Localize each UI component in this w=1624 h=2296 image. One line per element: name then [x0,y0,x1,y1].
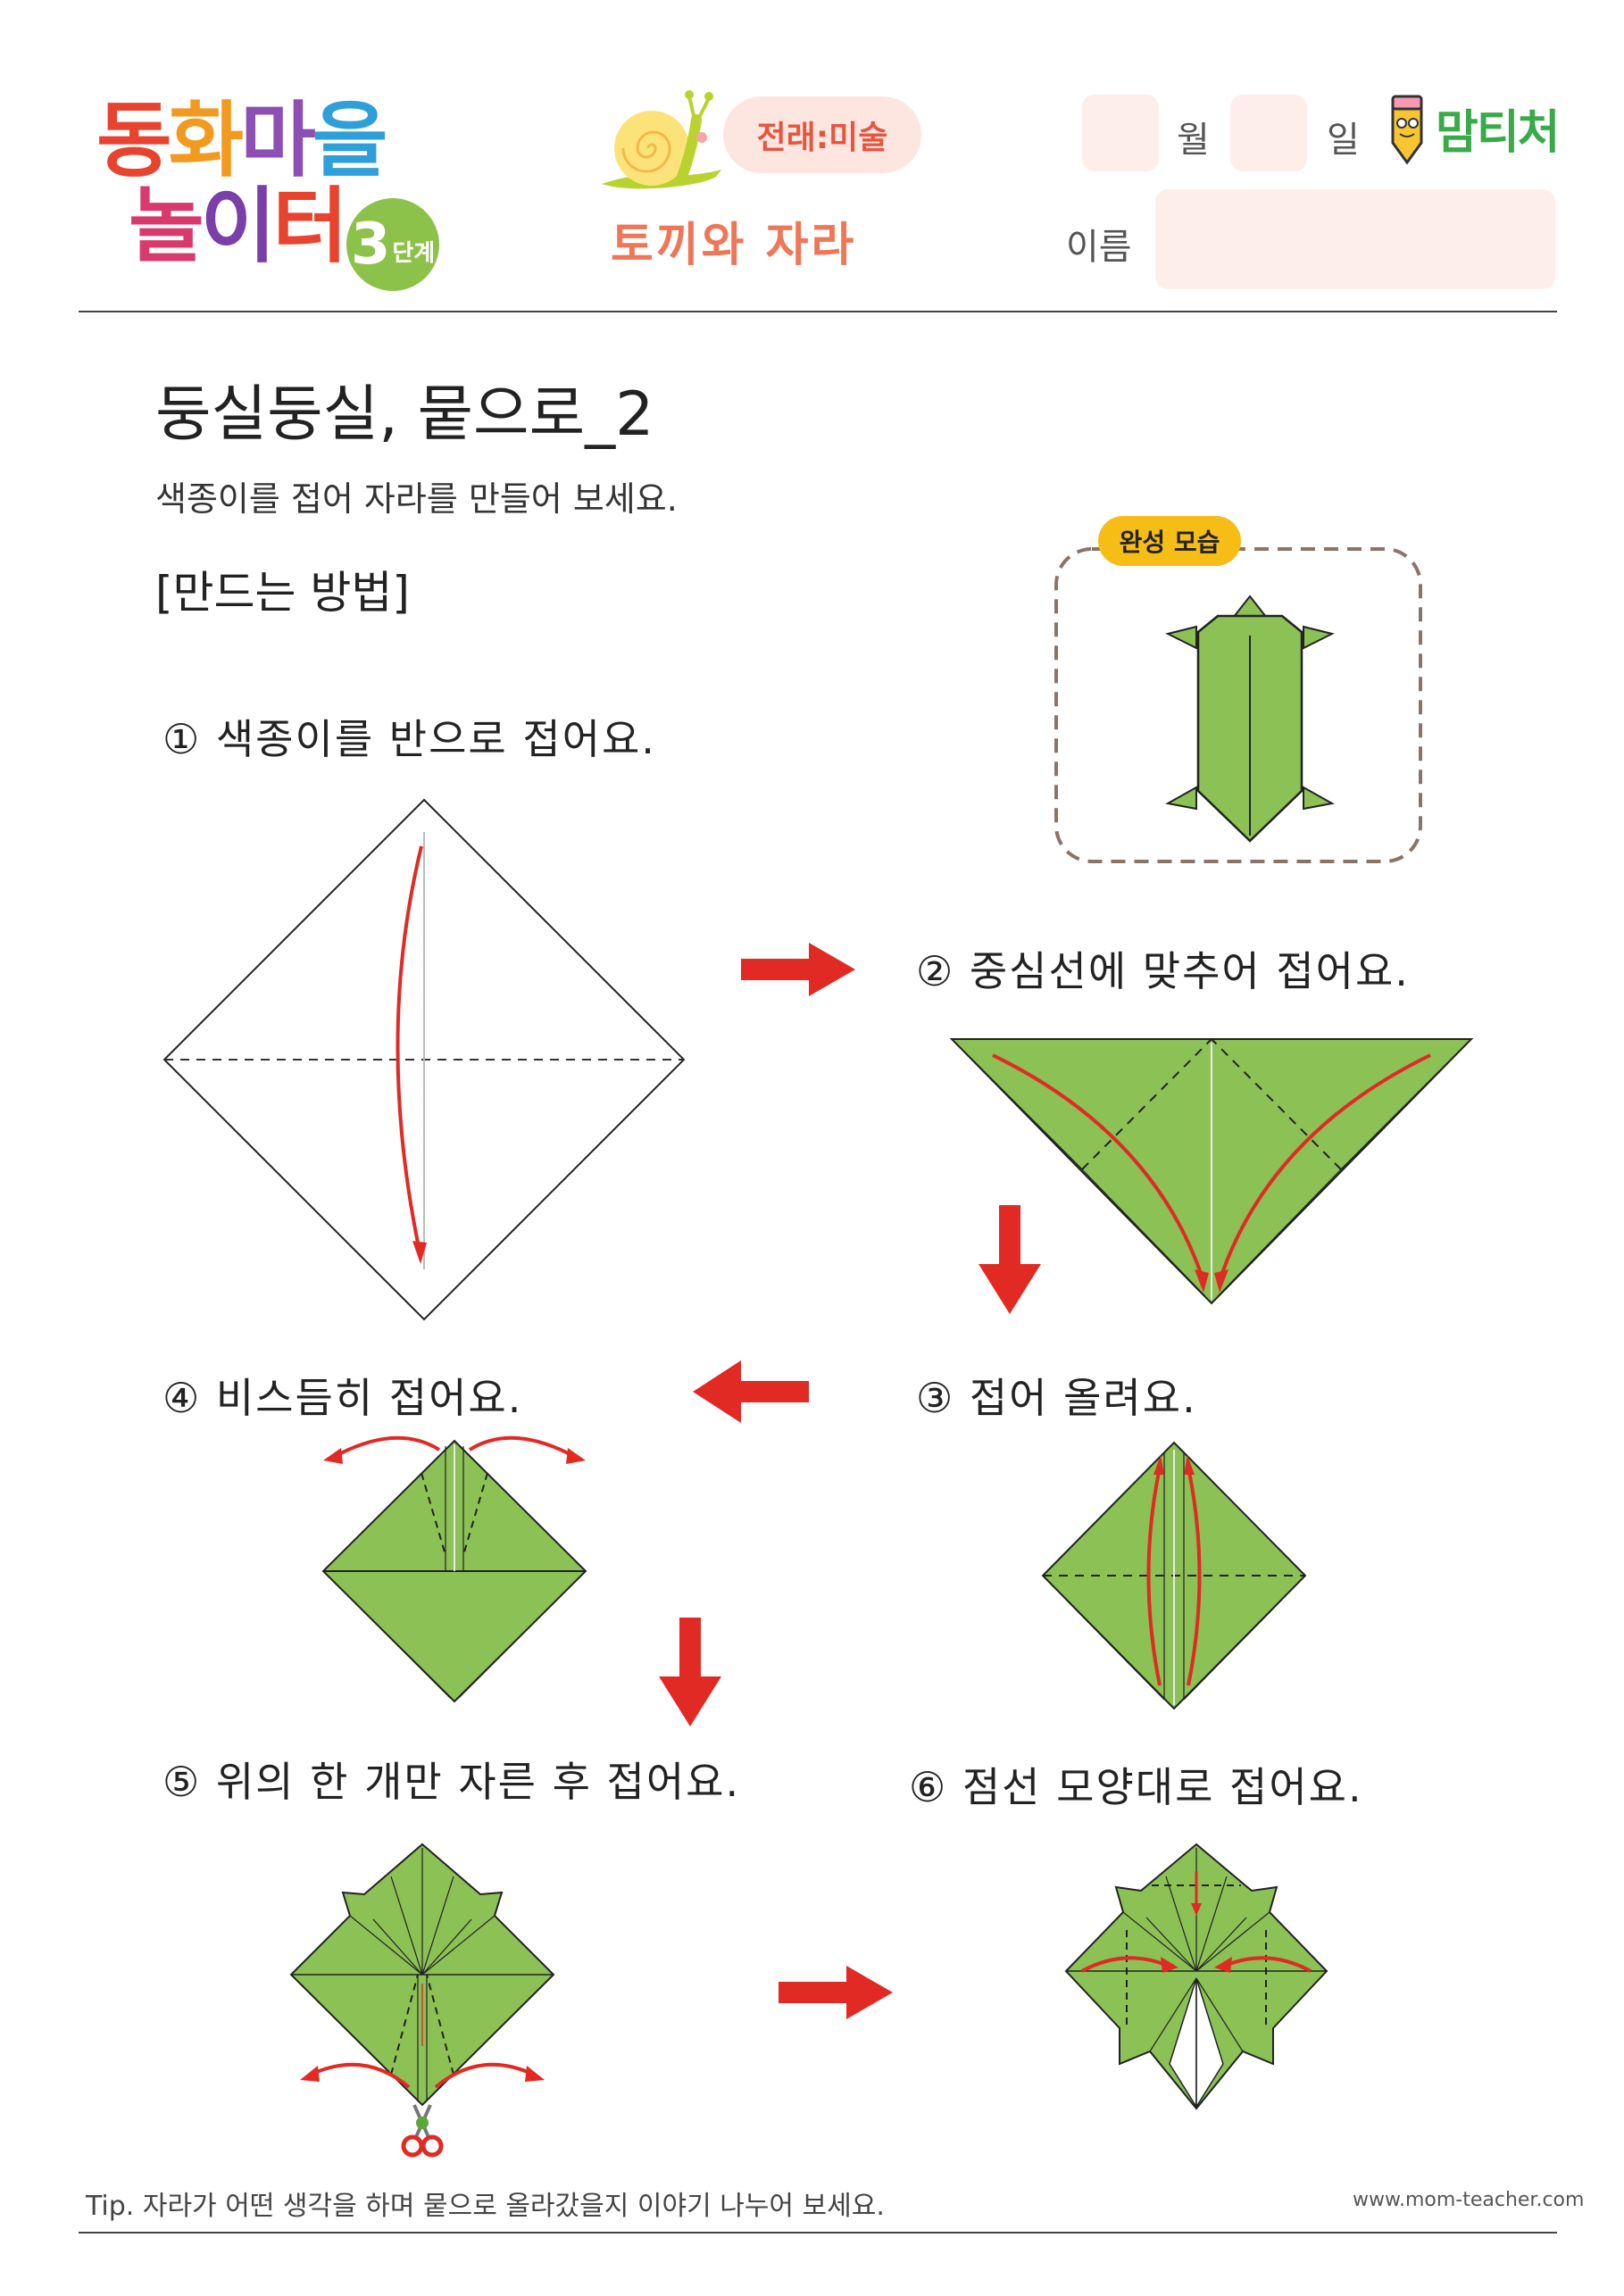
category-badge: 전래:미술 [723,96,921,173]
pencil-mascot-icon [1391,95,1423,165]
method-heading: [만드는 방법] [155,567,410,619]
story-title: 토끼와 자라 [611,219,857,272]
instruction-text: 색종이를 접어 자라를 만들어 보세요. [155,479,678,519]
arrow-down-icon [979,1205,1041,1314]
completed-turtle [1165,595,1335,843]
month-input[interactable] [1082,95,1159,171]
step-2-label: ② 중심선에 맞추어 접어요. [916,947,1410,995]
logo: 동화마을 놀이터 [96,93,388,274]
arrow-right-icon [741,943,855,996]
step-3-diagram [1041,1441,1307,1710]
step-1-label: ① 색종이를 반으로 접어요. [162,715,656,763]
website-url[interactable]: www.mom-teacher.com [1353,2189,1585,2211]
day-input[interactable] [1230,95,1307,171]
step-4-diagram [321,1435,587,1703]
step-3-label: ③ 접어 올려요. [916,1374,1197,1422]
arrow-right-icon [779,1966,893,2019]
step-6-diagram [1064,1843,1328,2110]
header-divider [79,311,1557,312]
step-6-label: ⑥ 점선 모양대로 접어요. [909,1763,1363,1811]
brand-logo: 맘티처 [1436,106,1561,160]
completed-label: 완성 모습 [1098,516,1241,566]
arrow-down-icon [659,1618,721,1726]
step-5-label: ⑤ 위의 한 개만 자른 후 접어요. [162,1758,741,1806]
logo-line-1: 동화마을 [96,93,388,188]
snail-icon [602,90,721,189]
footer-divider [79,2232,1557,2234]
step-5-diagram [289,1843,555,2107]
logo-line-2: 놀이터 [129,179,348,274]
step-4-label: ④ 비스듬히 접어요. [162,1374,523,1422]
name-label: 이름 [1066,227,1132,268]
month-label: 월 [1177,120,1210,161]
step-1-diagram [162,798,686,1321]
step-2-diagram [949,1038,1474,1305]
page-title: 둥실둥실, 뭍으로_2 [155,379,654,450]
name-input[interactable] [1155,189,1555,289]
scissors-icon [401,2104,444,2158]
day-label: 일 [1327,120,1360,161]
arrow-left-icon [693,1360,809,1423]
level-badge: 3 단계 [346,198,439,291]
tip-text: Tip. 자라가 어떤 생각을 하며 뭍으로 올라갔을지 이야기 나누어 보세요… [86,2191,885,2222]
